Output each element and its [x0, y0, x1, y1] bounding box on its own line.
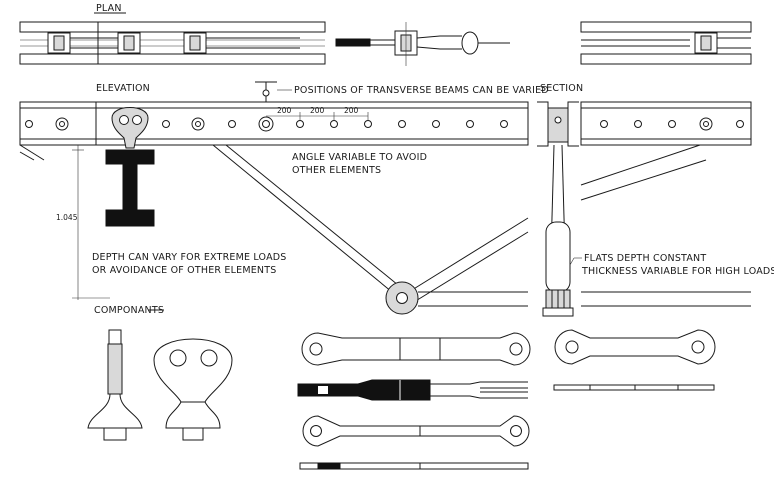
elevation-view: ELEVATION	[19, 81, 549, 315]
plan-view: PLAN	[19, 3, 752, 66]
node-casting	[105, 107, 155, 227]
plan-beam-right	[580, 21, 752, 65]
components-label: COMPONANTS	[94, 305, 164, 316]
component-flat-strip	[299, 462, 529, 470]
beam-holes	[25, 116, 508, 132]
angle-note-line-2: OTHER ELEMENTS	[292, 165, 381, 176]
plan-label: PLAN	[96, 3, 122, 14]
component-link-right-plan	[553, 384, 715, 391]
right-elevation-beam	[580, 101, 752, 307]
dimension-200-b: 200	[310, 106, 325, 115]
component-tie-rod-long	[301, 332, 531, 366]
section-label: SECTION	[540, 83, 583, 94]
angle-note-line-1: ANGLE VARIABLE TO AVOID	[292, 152, 427, 163]
diagonal-tie	[212, 144, 529, 315]
depth-note-line-2: OR AVOIDANCE OF OTHER ELEMENTS	[92, 265, 276, 276]
component-casting-side	[87, 329, 143, 441]
plan-fork-middle	[335, 22, 510, 66]
flats-note-line-2: THICKNESS VARIABLE FOR HIGH LOADS	[581, 266, 774, 277]
spacing-dimensions: 200 200 200	[266, 106, 369, 120]
section-view: SECTION FLATS DEPTH CONSTANT THICKNESS V…	[537, 83, 774, 317]
component-fork-plan	[297, 379, 528, 401]
depth-dimension-value: 1.045	[56, 213, 78, 222]
component-link-right	[554, 329, 716, 365]
dimension-200-c: 200	[344, 106, 359, 115]
depth-dimension: 1.045	[56, 145, 110, 300]
dimension-200-a: 200	[277, 106, 292, 115]
components-view: COMPONANTS	[87, 305, 716, 470]
transverse-beam-symbol	[255, 81, 277, 103]
component-casting-front	[153, 338, 233, 441]
flats-note-line-1: FLATS DEPTH CONSTANT	[584, 253, 706, 264]
transverse-note: POSITIONS OF TRANSVERSE BEAMS CAN BE VAR…	[294, 85, 549, 96]
plan-beam-left	[19, 21, 326, 65]
elevation-label: ELEVATION	[96, 83, 150, 94]
component-tie-rod-thin	[302, 415, 530, 447]
depth-note-line-1: DEPTH CAN VARY FOR EXTREME LOADS	[92, 252, 287, 263]
